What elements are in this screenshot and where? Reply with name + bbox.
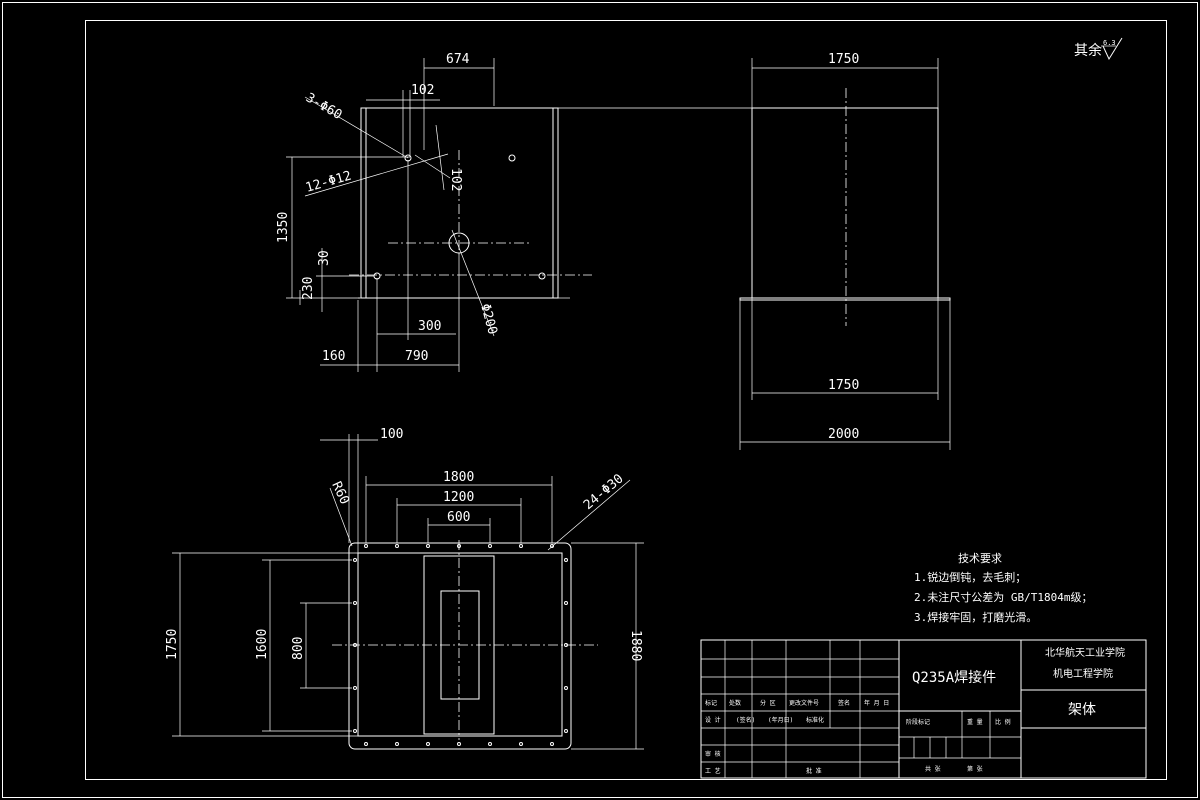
dim-12-phi12: 12-Φ12 xyxy=(304,168,353,195)
tb-check: 审 核 xyxy=(705,750,721,758)
dim-phi200: Φ200 xyxy=(477,302,500,336)
surface-finish-value: 6.3 xyxy=(1103,39,1116,47)
tb-mark-2: 分 区 xyxy=(760,699,776,707)
title-block: Q235A焊接件 北华航天工业学院 机电工程学院 架体 标记 处数 分 区 更改… xyxy=(700,639,1147,779)
dim-300: 300 xyxy=(418,319,441,334)
dim-3-phi60: 3-Φ60 xyxy=(303,90,344,123)
tb-design-3: 标准化 xyxy=(806,716,824,724)
tb-design-2: (年月日) xyxy=(768,716,793,724)
tech-req-item-3: 3.焊接牢固，打磨光滑。 xyxy=(914,610,1037,624)
tb-design-0: 设 计 xyxy=(705,716,721,724)
tb-sheet: 第 张 xyxy=(967,765,983,773)
dim-160: 160 xyxy=(322,349,345,364)
side-base-outline xyxy=(739,297,951,301)
tb-approve: 批 准 xyxy=(806,767,822,775)
hole-phi200 xyxy=(448,232,470,254)
tb-part-name: 架体 xyxy=(1068,702,1096,718)
plan-dim-1800: 1800 xyxy=(443,470,474,485)
tb-stage-mark: 阶段标记 xyxy=(906,718,930,726)
plan-dim-1750: 1750 xyxy=(165,629,180,660)
dim-1350: 1350 xyxy=(276,212,291,243)
plan-dim-1200: 1200 xyxy=(443,490,474,505)
tb-design-1: (签名) xyxy=(736,716,755,724)
tech-req-title: 技术要求 xyxy=(958,552,1002,565)
tb-mark-4: 签名 xyxy=(838,699,850,707)
side-dim-2000: 2000 xyxy=(828,427,859,442)
plan-dim-600: 600 xyxy=(447,510,470,525)
dim-102: 102 xyxy=(411,83,434,98)
tb-mark-0: 标记 xyxy=(705,699,717,707)
tb-weight: 重 量 xyxy=(967,718,983,726)
plan-dim-1600: 1600 xyxy=(255,629,270,660)
plan-dim-1880: 1880 xyxy=(628,630,643,661)
surface-finish-symbol: 其余 6.3 xyxy=(1074,37,1123,61)
plan-outline xyxy=(348,542,572,750)
surface-finish-label: 其余 xyxy=(1074,42,1102,59)
plan-dim-100: 100 xyxy=(380,427,403,442)
tb-mark-5: 年 月 日 xyxy=(864,699,889,707)
surface-finish-icon xyxy=(1102,37,1123,61)
plan-dim-24-phi30: 24-Φ30 xyxy=(581,471,627,513)
plan-dim-800: 800 xyxy=(291,637,306,660)
tb-process: 工 艺 xyxy=(705,767,721,775)
front-view: 674 102 3-Φ60 12-Φ12 102 1350 30 230 300 xyxy=(276,52,752,372)
plan-dim-R60: R60 xyxy=(328,479,352,507)
tb-material: Q235A焊接件 xyxy=(912,669,996,686)
side-dim-1750-top: 1750 xyxy=(828,52,859,67)
side-view: 1750 1750 2000 xyxy=(739,52,951,450)
technical-requirements: 技术要求 1.锐边倒钝，去毛刺； 2.未注尺寸公差为 GB/T1804m级； 3… xyxy=(914,552,1092,624)
tb-school-1: 北华航天工业学院 xyxy=(1045,646,1125,659)
tb-school-2: 机电工程学院 xyxy=(1053,667,1113,680)
dim-230: 230 xyxy=(301,277,316,300)
front-body-outline xyxy=(360,107,559,299)
dim-790: 790 xyxy=(405,349,428,364)
tb-mark-1: 处数 xyxy=(729,699,741,707)
dim-102-vertical: 102 xyxy=(448,168,463,191)
tb-scale: 比 例 xyxy=(995,718,1011,726)
tech-req-item-2: 2.未注尺寸公差为 GB/T1804m级； xyxy=(914,590,1092,604)
dim-674: 674 xyxy=(446,52,470,67)
inner-frame xyxy=(85,20,1167,780)
plan-view: 100 R60 1800 1200 600 24-Φ30 1750 1600 xyxy=(165,427,644,750)
tech-req-item-1: 1.锐边倒钝，去毛刺； xyxy=(914,570,1026,584)
tb-sheets: 共 张 xyxy=(925,765,941,773)
dim-30: 30 xyxy=(317,250,332,266)
side-body-outline xyxy=(751,107,939,299)
side-dim-1750-bottom: 1750 xyxy=(828,378,859,393)
tb-mark-3: 更改文件号 xyxy=(789,699,819,707)
